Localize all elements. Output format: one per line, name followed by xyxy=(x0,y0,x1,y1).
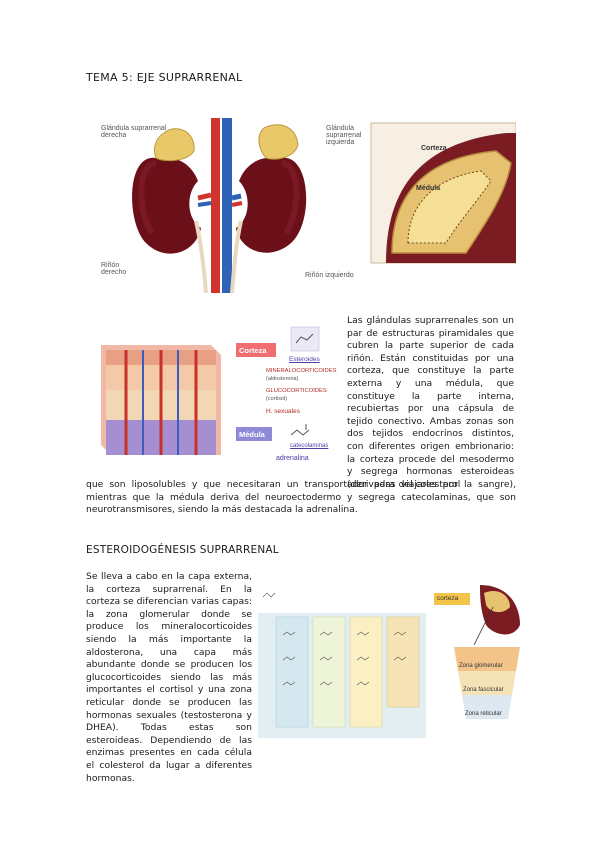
catecol-label: catecolaminas xyxy=(290,443,329,449)
corteza-tag xyxy=(434,593,470,605)
section-heading: ESTEROIDOGÉNESIS SUPRARRENAL xyxy=(86,544,279,556)
hsex-label: H. sexuales xyxy=(266,408,300,415)
adrenalina-label: adrenalina xyxy=(276,455,309,462)
label-corteza-inset: Corteza xyxy=(421,145,447,152)
aorta xyxy=(211,118,220,293)
label-gland-right: Glándula suprarrenal derecha xyxy=(101,125,167,139)
gluco-label: GLUCOCORTICOIDES xyxy=(266,388,327,394)
vena-cava xyxy=(222,118,232,293)
esteroides-label: Esteroides xyxy=(289,356,320,363)
cortex-medulla-figure xyxy=(86,325,342,470)
corteza-label: Corteza xyxy=(239,346,267,355)
medula-box xyxy=(236,427,272,441)
paragraph-intro-cont: que son liposolubles y que necesitaran u… xyxy=(86,479,516,516)
funnel-fascicular xyxy=(458,671,516,695)
adrenal-kidney-figure xyxy=(86,103,516,293)
corteza-box xyxy=(236,343,276,357)
left-adrenal-gland xyxy=(258,124,299,160)
label-kidney-right: Riñón derecho xyxy=(101,262,127,276)
paragraph-intro: Las glándulas suprarrenales son un par d… xyxy=(347,315,514,490)
mineral-sub: (aldosterona) xyxy=(266,376,299,382)
steroidogenesis-figure xyxy=(258,585,520,750)
zona-glomerular-label: Zona glomerular xyxy=(459,663,503,669)
label-medula-inset: Médula xyxy=(416,185,441,192)
zona-fascicular-label: Zona fascicular xyxy=(463,687,504,693)
page-title: TEMA 5: EJE SUPRARRENAL xyxy=(86,71,243,84)
zona-reticular-label: Zona reticular xyxy=(465,711,502,717)
label-gland-left: Glándula suprarrenal izquierda xyxy=(326,125,362,146)
medula-label: Médula xyxy=(239,430,265,439)
label-kidney-left: Riñón izquierdo xyxy=(305,272,354,279)
funnel-glomerular xyxy=(454,647,520,671)
gluco-sub: (cortisol) xyxy=(266,396,288,402)
mineral-label: MINERALOCORTICOIDES xyxy=(266,368,337,374)
funnel-reticular xyxy=(462,695,512,719)
corteza-tag-label: corteza xyxy=(437,595,459,602)
right-adrenal-gland xyxy=(153,128,195,162)
paragraph-steroidogenesis: Se lleva a cabo en la capa externa, la c… xyxy=(86,571,252,784)
